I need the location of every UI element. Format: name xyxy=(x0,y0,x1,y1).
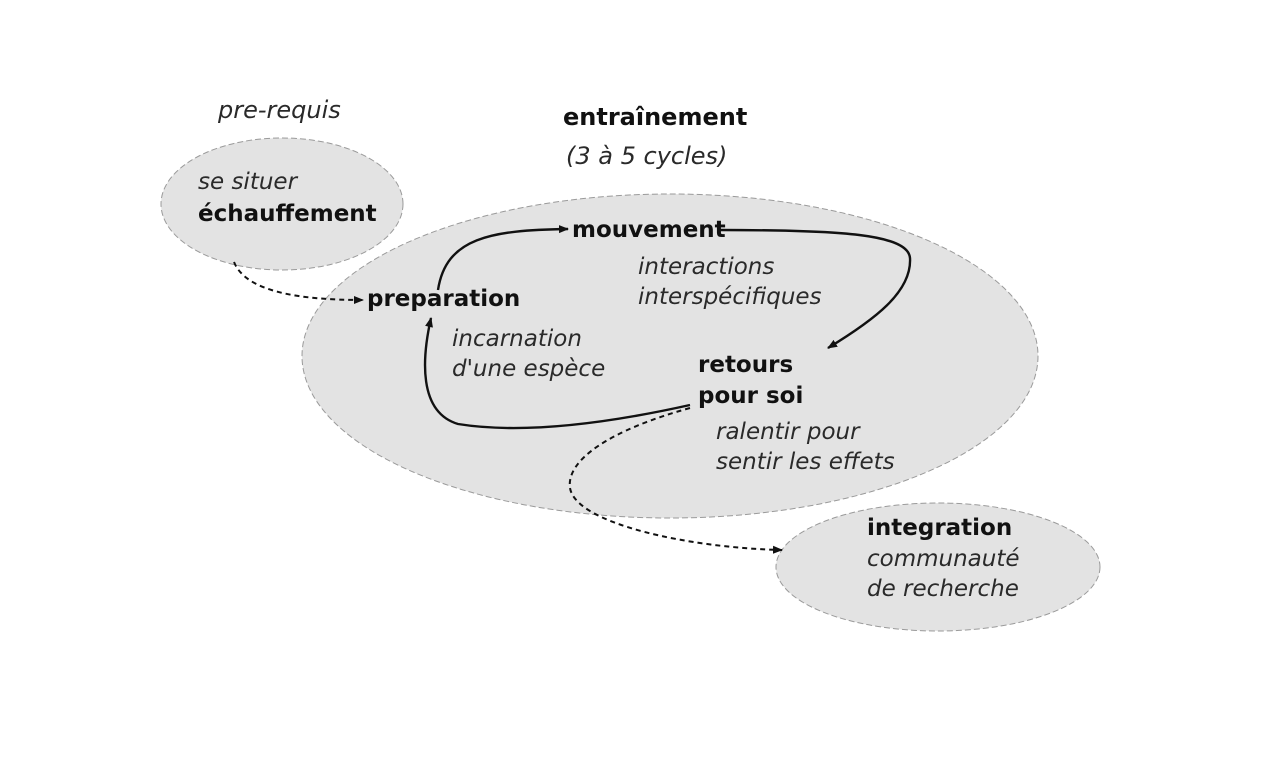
mouvement-label: mouvement xyxy=(572,217,726,243)
mouvement-detail2: interspécifiques xyxy=(638,284,822,310)
prerequis-header: pre-requis xyxy=(218,96,341,124)
entrainement-blob xyxy=(301,193,1039,519)
retours-detail2: sentir les effets xyxy=(716,449,895,475)
entrainement-title: entraînement xyxy=(563,103,748,131)
arrow-retours-to-integration xyxy=(568,407,783,554)
prerequis-blob xyxy=(160,137,404,271)
arrow-retours-to-preparation xyxy=(423,317,691,430)
preparation-detail1: incarnation xyxy=(452,326,582,352)
integration-label: integration xyxy=(867,515,1013,541)
entrainement-subtitle: (3 à 5 cycles) xyxy=(566,142,728,170)
integration-detail1: communauté xyxy=(867,546,1020,572)
arrow-preparation-to-mouvement xyxy=(436,225,569,291)
retours-detail1: ralentir pour xyxy=(716,419,860,445)
prerequis-line1: se situer xyxy=(198,169,298,195)
arrow-mouvement-to-retours xyxy=(719,228,912,350)
retours-label2: pour soi xyxy=(698,383,804,409)
prerequis-line2: échauffement xyxy=(198,201,377,227)
integration-blob xyxy=(775,502,1101,632)
preparation-label: preparation xyxy=(367,286,521,312)
preparation-detail2: d'une espèce xyxy=(452,356,606,382)
integration-detail2: de recherche xyxy=(867,576,1019,602)
mouvement-detail1: interactions xyxy=(638,254,775,280)
retours-label1: retours xyxy=(698,352,794,378)
arrow-prerequis-to-preparation xyxy=(233,261,364,304)
